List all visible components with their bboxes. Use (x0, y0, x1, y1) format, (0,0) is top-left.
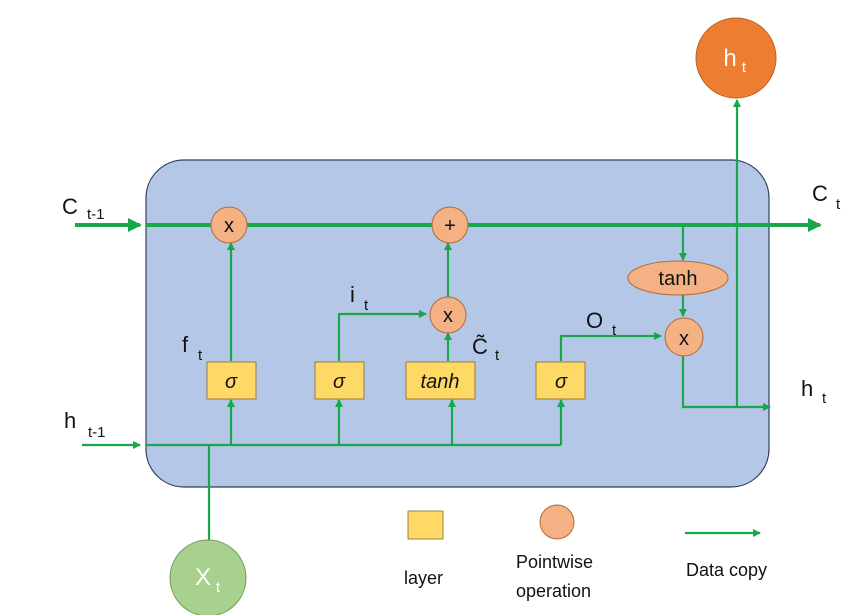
forget-layer-label: σ (225, 371, 238, 393)
xt-node-main: X (195, 564, 211, 591)
svg-text:f: f (182, 332, 189, 357)
svg-text:x: x (443, 305, 453, 327)
svg-text:t: t (198, 347, 203, 364)
legend-layer-label: layer (404, 568, 443, 588)
svg-text:O: O (586, 308, 603, 333)
legend-data-copy-label: Data copy (686, 560, 767, 580)
svg-text:C: C (62, 194, 78, 219)
xt-input-node: X t (169, 539, 247, 615)
candidate-layer-label: tanh (421, 371, 460, 393)
svg-text:t: t (364, 297, 369, 314)
candidate-layer: tanh (405, 361, 476, 400)
legend-pointwise-line1: Pointwise (516, 552, 593, 572)
legend-layer-swatch (407, 510, 444, 540)
svg-text:t-1: t-1 (88, 424, 106, 441)
add-op: + (431, 206, 469, 244)
svg-text:x: x (679, 328, 689, 350)
candidate-label: C̃ t (472, 334, 500, 364)
svg-text:t: t (822, 390, 827, 407)
c-prev-label: C t-1 (62, 194, 105, 223)
input-multiply-op: x (429, 296, 467, 334)
c-next-label: C t (812, 181, 841, 213)
h-prev-label: h t-1 (64, 408, 106, 441)
forget-multiply-op: x (210, 206, 248, 244)
data-flow-lines (82, 99, 771, 545)
svg-text:h: h (801, 376, 813, 401)
ht-node-main: h (723, 45, 736, 72)
input-layer-label: σ (333, 371, 346, 393)
svg-text:tanh: tanh (659, 268, 698, 290)
ht-output-node: h t (695, 17, 777, 99)
xt-node-sub: t (216, 579, 221, 596)
legend: layer Pointwise operation Data copy (404, 504, 767, 601)
svg-text:t: t (836, 196, 841, 213)
h-out-right-label: h t (801, 376, 827, 407)
svg-text:C̃: C̃ (472, 334, 488, 359)
svg-text:t-1: t-1 (87, 206, 105, 223)
input-gate-label: i t (350, 282, 369, 314)
ht-node-sub: t (742, 59, 747, 76)
svg-text:i: i (350, 282, 355, 307)
forget-gate-layer: σ (206, 361, 257, 400)
svg-text:h: h (64, 408, 76, 433)
output-multiply-op: x (664, 317, 704, 357)
legend-pointwise-line2: operation (516, 581, 591, 601)
output-layer-label: σ (555, 371, 568, 393)
svg-text:C: C (812, 181, 828, 206)
legend-pointwise-swatch (539, 504, 575, 540)
output-gate-label: O t (586, 308, 617, 339)
output-gate-layer: σ (535, 361, 586, 400)
input-gate-layer: σ (314, 361, 365, 400)
forget-gate-label: f t (182, 332, 203, 364)
svg-text:t: t (495, 347, 500, 364)
tanh-op: tanh (627, 260, 729, 296)
svg-text:+: + (444, 215, 456, 237)
svg-text:t: t (612, 322, 617, 339)
svg-text:x: x (224, 215, 234, 237)
